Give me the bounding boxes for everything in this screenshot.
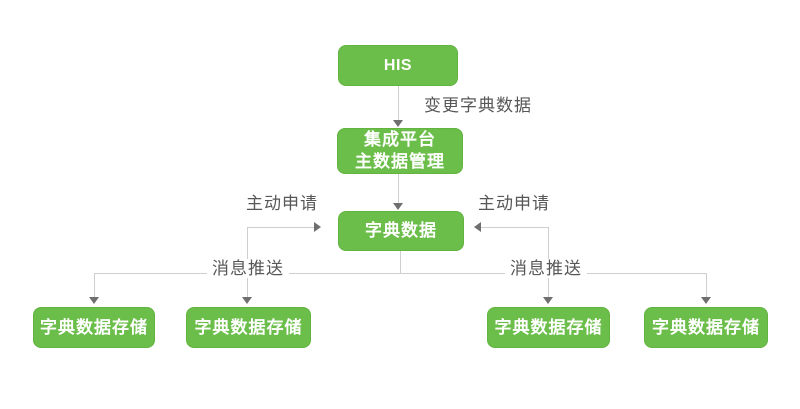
arrowhead-down-into-platform (393, 120, 403, 127)
node-dict-storage-4: 字典数据存储 (644, 307, 768, 348)
node-dict-storage-3-label: 字典数据存储 (494, 317, 603, 337)
edge-platform-to-dict-line (398, 174, 399, 204)
edge-dict-to-bus-line (400, 251, 401, 273)
edge-his-to-platform-line (398, 86, 399, 120)
edge-label-change-dict: 变更字典数据 (424, 96, 532, 115)
node-dict-storage-1-label: 字典数据存储 (40, 317, 148, 337)
edge-request-left-horizontal-line (247, 227, 314, 228)
node-dict-storage-1: 字典数据存储 (33, 307, 155, 348)
arrowhead-down-into-storage1 (89, 297, 99, 304)
node-dict-data: 字典数据 (338, 211, 464, 251)
push-bus-line (94, 273, 706, 274)
node-platform-label-line2: 主数据管理 (355, 152, 445, 171)
edge-label-push-left: 消息推送 (207, 259, 289, 278)
node-his: HIS (338, 45, 458, 86)
node-integration-platform: 集成平台 主数据管理 (337, 128, 463, 174)
edge-label-push-right: 消息推送 (505, 259, 587, 278)
node-dict-storage-2-label: 字典数据存储 (194, 317, 303, 337)
node-dict-storage-2: 字典数据存储 (186, 307, 311, 348)
arrowhead-left-into-dict (474, 222, 481, 232)
edge-request-right-horizontal-line (481, 227, 548, 228)
node-his-label: HIS (383, 56, 413, 74)
arrowhead-down-into-storage2 (242, 297, 252, 304)
edge-label-request-left: 主动申请 (246, 194, 318, 213)
arrowhead-right-into-dict (314, 222, 321, 232)
edge-bus-to-storage4-line (706, 273, 707, 297)
node-platform-label-line1: 集成平台 (364, 130, 436, 149)
node-dict-storage-4-label: 字典数据存储 (652, 317, 760, 337)
arrowhead-down-into-dict (393, 203, 403, 210)
edge-label-request-right: 主动申请 (478, 194, 550, 213)
node-dict-storage-3: 字典数据存储 (487, 307, 610, 348)
arrowhead-down-into-storage3 (543, 297, 553, 304)
arrowhead-down-into-storage4 (701, 297, 711, 304)
node-dict-data-label: 字典数据 (365, 221, 437, 240)
edge-bus-to-storage1-line (94, 273, 95, 297)
